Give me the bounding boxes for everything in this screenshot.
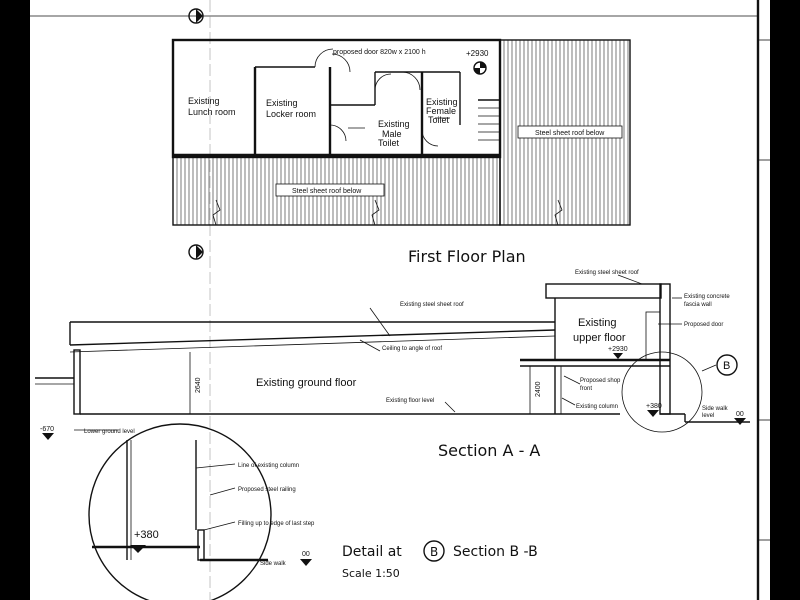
- section-marker-top: [188, 8, 204, 24]
- label-existing-steel-roof-top: Existing steel sheet roof: [575, 270, 639, 276]
- detail-side-walk: Side walk: [260, 561, 287, 567]
- room-label-male-3: Toilet: [378, 138, 400, 148]
- section-a-a: Existing steel sheet roof Existing steel…: [35, 270, 750, 460]
- break-line: [371, 199, 380, 226]
- label-side-walk-level: 00: [736, 411, 744, 418]
- level-label: +2930: [466, 49, 489, 58]
- door-swing: [421, 129, 439, 147]
- left-wall: [73, 349, 81, 415]
- level-triangle: [734, 418, 746, 425]
- level-triangle: [647, 410, 659, 417]
- room-label-female-2: Female: [426, 106, 456, 116]
- label-concrete-fascia-1: Existing concrete: [684, 294, 730, 300]
- detail-title-suffix: Section B -B: [453, 544, 538, 560]
- label-level-2930: +2930: [608, 346, 628, 353]
- label-existing-column: Existing column: [576, 404, 618, 410]
- label-ceiling-angle: Ceiling to angle of roof: [382, 346, 442, 352]
- ceiling-line: [69, 335, 556, 353]
- dim-2400: 2400: [535, 381, 542, 397]
- label-line-existing-column: Line of existing column: [238, 463, 299, 469]
- leader-line: [195, 463, 236, 469]
- room-label-lunch-1: Existing: [188, 96, 220, 106]
- label-ground-floor: Existing ground floor: [256, 377, 357, 389]
- break-line: [212, 199, 221, 226]
- level-triangle: [613, 353, 623, 359]
- first-floor-title: First Floor Plan: [408, 247, 526, 266]
- upper-roof: [545, 283, 662, 299]
- leader-line: [209, 487, 236, 496]
- first-floor-plan: proposed door 820w x 2100 h +2930 Existi…: [171, 8, 631, 266]
- detail-title-marker: B: [430, 545, 438, 559]
- detail-scale: Scale 1:50: [342, 567, 400, 580]
- level-triangle: [42, 433, 54, 440]
- dim-2640: 2640: [195, 377, 202, 393]
- proposed-door-note: proposed door 820w x 2100 h: [333, 49, 426, 56]
- detail-railing: [197, 529, 205, 561]
- door-swing: [331, 53, 351, 73]
- leader-line: [701, 364, 717, 372]
- detail-marker-label: B: [723, 360, 730, 372]
- break-line: [554, 199, 563, 226]
- room-label-male-1: Existing: [378, 119, 410, 129]
- label-shop-front-2: front: [580, 386, 592, 392]
- drawing-sheet: proposed door 820w x 2100 h +2930 Existi…: [30, 0, 770, 600]
- leader-line: [369, 307, 391, 337]
- detail-callout-circle: [621, 351, 703, 433]
- detail-level-triangle: [300, 559, 312, 566]
- concrete-fascia: [659, 283, 671, 415]
- architectural-drawing: proposed door 820w x 2100 h +2930 Existi…: [30, 0, 770, 600]
- detail-side-walk-level: 00: [302, 551, 310, 558]
- label-floor-level: Existing floor level: [386, 398, 434, 404]
- door-swing: [314, 48, 334, 68]
- detail-level-triangle: [130, 545, 146, 553]
- label-proposed-door: Proposed door: [684, 322, 723, 328]
- label-side-walk-1: Side walk: [702, 406, 729, 412]
- roof-label-bottom: Steel sheet roof below: [292, 188, 362, 195]
- detail-title-marker-circle: [423, 540, 445, 562]
- roof-label-right: Steel sheet roof below: [535, 130, 605, 137]
- leader-line: [563, 375, 581, 385]
- leader-line: [617, 274, 643, 285]
- proposed-door-elev: [645, 311, 661, 361]
- label-lower-level-value: -670: [40, 426, 54, 433]
- detail-circle: [88, 423, 272, 600]
- leader-line: [444, 401, 456, 413]
- label-upper-floor-1: Existing: [578, 317, 617, 329]
- leader-line: [561, 397, 576, 406]
- label-upper-floor-2: upper floor: [573, 332, 626, 344]
- door-swing: [374, 73, 392, 91]
- label-lower-ground: Lower ground level: [84, 429, 135, 435]
- room-label-locker-2: Locker room: [266, 109, 316, 119]
- label-existing-steel-roof: Existing steel sheet roof: [400, 302, 464, 308]
- room-label-locker-1: Existing: [266, 98, 298, 108]
- leader-line: [203, 521, 236, 531]
- room-label-female-1: Existing: [426, 97, 458, 107]
- level-marker: [473, 61, 487, 75]
- label-filling: Filling up to edge of last step: [238, 521, 315, 527]
- label-concrete-fascia-2: fascia wall: [684, 302, 712, 308]
- section-a-a-title: Section A - A: [438, 441, 540, 460]
- label-steel-railing: Proposed steel railing: [238, 487, 296, 493]
- label-level-380: +380: [646, 403, 662, 410]
- detail-level-380: +380: [134, 529, 159, 541]
- room-label-lunch-2: Lunch room: [188, 107, 236, 117]
- room-label-male-2: Male: [382, 129, 402, 139]
- section-marker-bottom: [188, 244, 204, 260]
- room-label-female-3: Toilet: [428, 115, 450, 125]
- detail-b: Line of existing column Proposed steel r…: [88, 423, 538, 600]
- detail-marker-circle: [716, 354, 738, 376]
- label-shop-front-1: Proposed shop: [580, 378, 621, 384]
- door-swing: [401, 71, 421, 91]
- floor-plan-outline: [171, 38, 502, 159]
- label-side-walk-2: level: [702, 413, 714, 419]
- door-swing: [329, 124, 347, 142]
- leader-line: [359, 339, 381, 352]
- ceiling-line: [69, 329, 556, 346]
- detail-title-prefix: Detail at: [342, 544, 402, 560]
